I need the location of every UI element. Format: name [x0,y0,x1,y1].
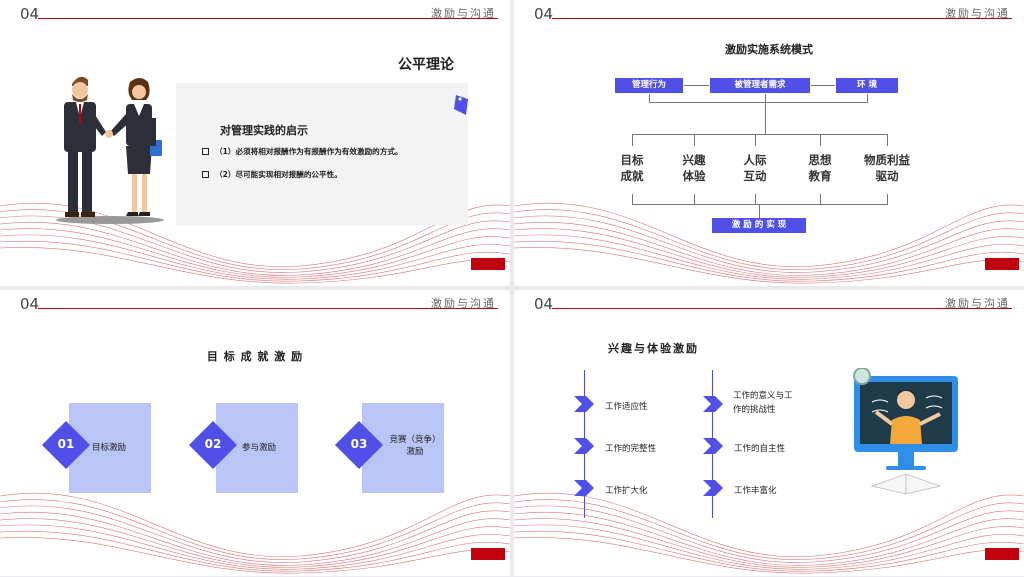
connector [820,134,821,146]
node-goal-achievement: 目标成就 [620,153,644,183]
connector [632,134,888,135]
list-item: 工作扩大化 [605,486,648,496]
box-management-behavior: 管理行为 [615,78,683,93]
red-wave-decoration [0,492,510,574]
connector [694,134,695,146]
connector [649,102,868,103]
list-item: （1）必须将相对报酬作为有报酬作为有效激励的方式。 [202,146,464,157]
connector [765,94,766,134]
node-material-benefit: 物质利益驱动 [864,153,910,183]
slide-2[interactable]: 04 激励与沟通 激励实施系统模式 管理行为 被管理者需求 环 境 目标成就 兴 [514,0,1024,286]
chevron-right-icon [574,480,594,500]
card-label: 目标激励 [92,443,127,453]
bullet-list: （1）必须将相对报酬作为有报酬作为有效激励的方式。 （2）尽可能实现相对报酬的公… [202,146,464,180]
section-title: 激励与沟通 [431,297,496,310]
section-number: 04 [534,5,554,23]
red-corner-bar [471,258,505,270]
red-wave-decoration [514,492,1024,574]
chevron-right-icon [574,396,594,416]
slide-title: 目 标 成 就 激 励 [206,350,304,363]
section-title: 激励与沟通 [945,297,1010,310]
section-title: 激励与沟通 [431,7,496,20]
connector [632,194,633,204]
connector [820,194,821,204]
header-line [552,18,1012,19]
chevron-right-icon [703,480,723,500]
node-interpersonal: 人际互动 [743,153,767,183]
box-environment: 环 境 [836,78,898,93]
connector [759,204,760,218]
connector [887,194,888,204]
box-managed-needs: 被管理者需求 [710,78,810,93]
slide-3[interactable]: 04 激励与沟通 目 标 成 就 激 励 01 目标激励 02 参与激励 03 … [0,290,510,576]
online-teacher-illustration [853,368,958,495]
node-ideology-education: 思想教育 [808,153,832,183]
card-label: 竞赛（竞争）激励 [389,435,441,457]
connector [755,134,756,146]
square-bullet-icon [202,171,209,178]
slide-1[interactable]: 04 激励与沟通 公平理论 对管理实践的启示 （1）必须将相对报酬作为有报酬作为… [0,0,510,286]
list-item: 工作适应性 [605,402,648,412]
slide-title: 兴趣与体验激励 [608,342,699,355]
red-corner-bar [471,548,505,560]
list-item: （2）尽可能实现相对报酬的公平性。 [202,169,464,180]
connector [887,134,888,146]
card-label: 参与激励 [242,443,277,453]
card-number: 02 [204,437,222,451]
list-item: 工作的自主性 [734,444,786,454]
handshake-illustration [56,76,164,224]
section-title: 激励与沟通 [945,7,1010,20]
card-number: 03 [350,437,368,451]
connector [684,85,709,86]
chevron-right-icon [703,396,723,416]
slide-4[interactable]: 04 激励与沟通 兴趣与体验激励 工作适应性 工作的完整性 工作扩大化 工作的意… [514,290,1024,576]
connector [632,134,633,146]
chevron-right-icon [703,438,723,458]
price-tag-icon [452,93,472,121]
list-item: 工作的完整性 [605,444,657,454]
connector [694,194,695,204]
header-line [38,18,498,19]
header-line [552,308,1012,309]
square-bullet-icon [202,148,209,155]
bullet-text: （2）尽可能实现相对报酬的公平性。 [215,170,342,179]
panel-subtitle: 对管理实践的启示 [220,124,308,137]
connector [811,85,835,86]
connector [755,194,756,204]
bullet-text: （1）必须将相对报酬作为有报酬作为有效激励的方式。 [215,147,403,156]
connector [632,204,888,205]
connector [649,94,650,102]
list-item: 工作丰富化 [734,486,777,496]
section-number: 04 [20,5,40,23]
slide-title: 激励实施系统模式 [725,43,813,56]
node-interest-experience: 兴趣体验 [682,153,706,183]
red-corner-bar [985,548,1019,560]
slide-title: 公平理论 [398,57,454,73]
card-number: 01 [57,437,75,451]
section-number: 04 [20,295,40,313]
list-item: 工作的意义与工作的挑战性 [733,391,793,415]
connector [867,94,868,102]
section-number: 04 [534,295,554,313]
box-motivation-realization: 激 励 的 实 现 [712,218,806,233]
chevron-right-icon [574,438,594,458]
header-line [38,308,498,309]
red-wave-decoration [514,202,1024,284]
red-corner-bar [985,258,1019,270]
content-panel [176,83,468,225]
